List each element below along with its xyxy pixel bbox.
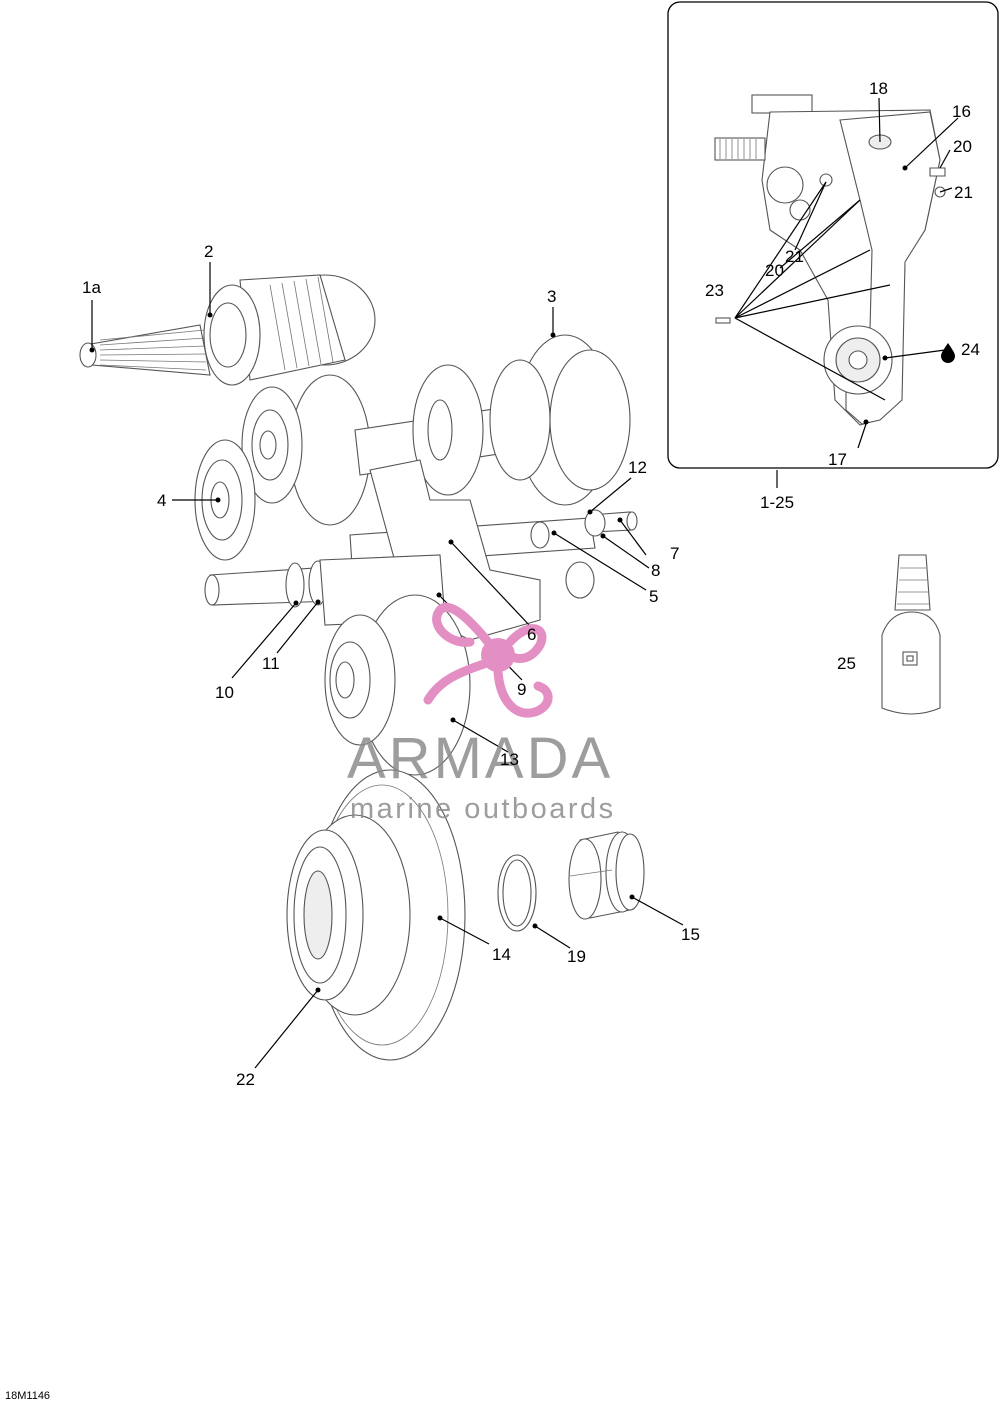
oil-bottle-drawing	[881, 554, 941, 715]
callout-12: 12	[628, 458, 647, 477]
callout-17: 17	[828, 450, 847, 469]
callout-4: 4	[157, 491, 166, 510]
callout-14: 14	[492, 945, 511, 964]
callout-21-right: 21	[954, 183, 973, 202]
callout-18: 18	[869, 79, 888, 98]
callout-20-left: 20	[765, 261, 784, 280]
bushing-drawing	[568, 831, 645, 920]
callout-22: 22	[236, 1070, 255, 1089]
callout-2: 2	[204, 242, 213, 261]
callout-15: 15	[681, 925, 700, 944]
callout-9: 9	[517, 680, 526, 699]
output-gear-assembly	[286, 769, 466, 1061]
oil-drop-icon	[941, 343, 955, 363]
callout-5: 5	[649, 587, 658, 606]
watermark-brand: ARMADA	[347, 726, 613, 791]
leader-end-dots	[89, 312, 635, 993]
callout-11: 11	[262, 654, 280, 673]
callout-10: 10	[215, 683, 234, 702]
callout-20-right: 20	[953, 137, 972, 156]
inset-leader-lines	[734, 97, 959, 488]
callout-7: 7	[670, 544, 679, 563]
callout-6: 6	[527, 625, 536, 644]
callout-3: 3	[547, 287, 556, 306]
callout-8: 8	[651, 561, 660, 580]
callout-16: 16	[952, 102, 971, 121]
assembly-callout: 1-25	[760, 493, 794, 512]
callout-1a: 1a	[82, 278, 101, 297]
callout-labels: 1a 2 3 4 5 6 7 8 9 10 11 12 13 14 15 16 …	[82, 79, 980, 1089]
callout-25: 25	[837, 654, 856, 673]
callout-24: 24	[961, 340, 980, 359]
upper-shaft-gear-assembly	[79, 274, 638, 776]
callout-21-left: 21	[785, 247, 804, 266]
inset-housing-drawing	[714, 94, 946, 426]
figure-code: 18M1146	[5, 1390, 50, 1402]
watermark-tagline: marine outboards	[350, 793, 616, 825]
o-ring-drawing	[497, 854, 537, 932]
armada-logo-icon	[423, 602, 553, 718]
callout-19: 19	[567, 947, 586, 966]
callout-23: 23	[705, 281, 724, 300]
callout-13: 13	[500, 750, 519, 769]
